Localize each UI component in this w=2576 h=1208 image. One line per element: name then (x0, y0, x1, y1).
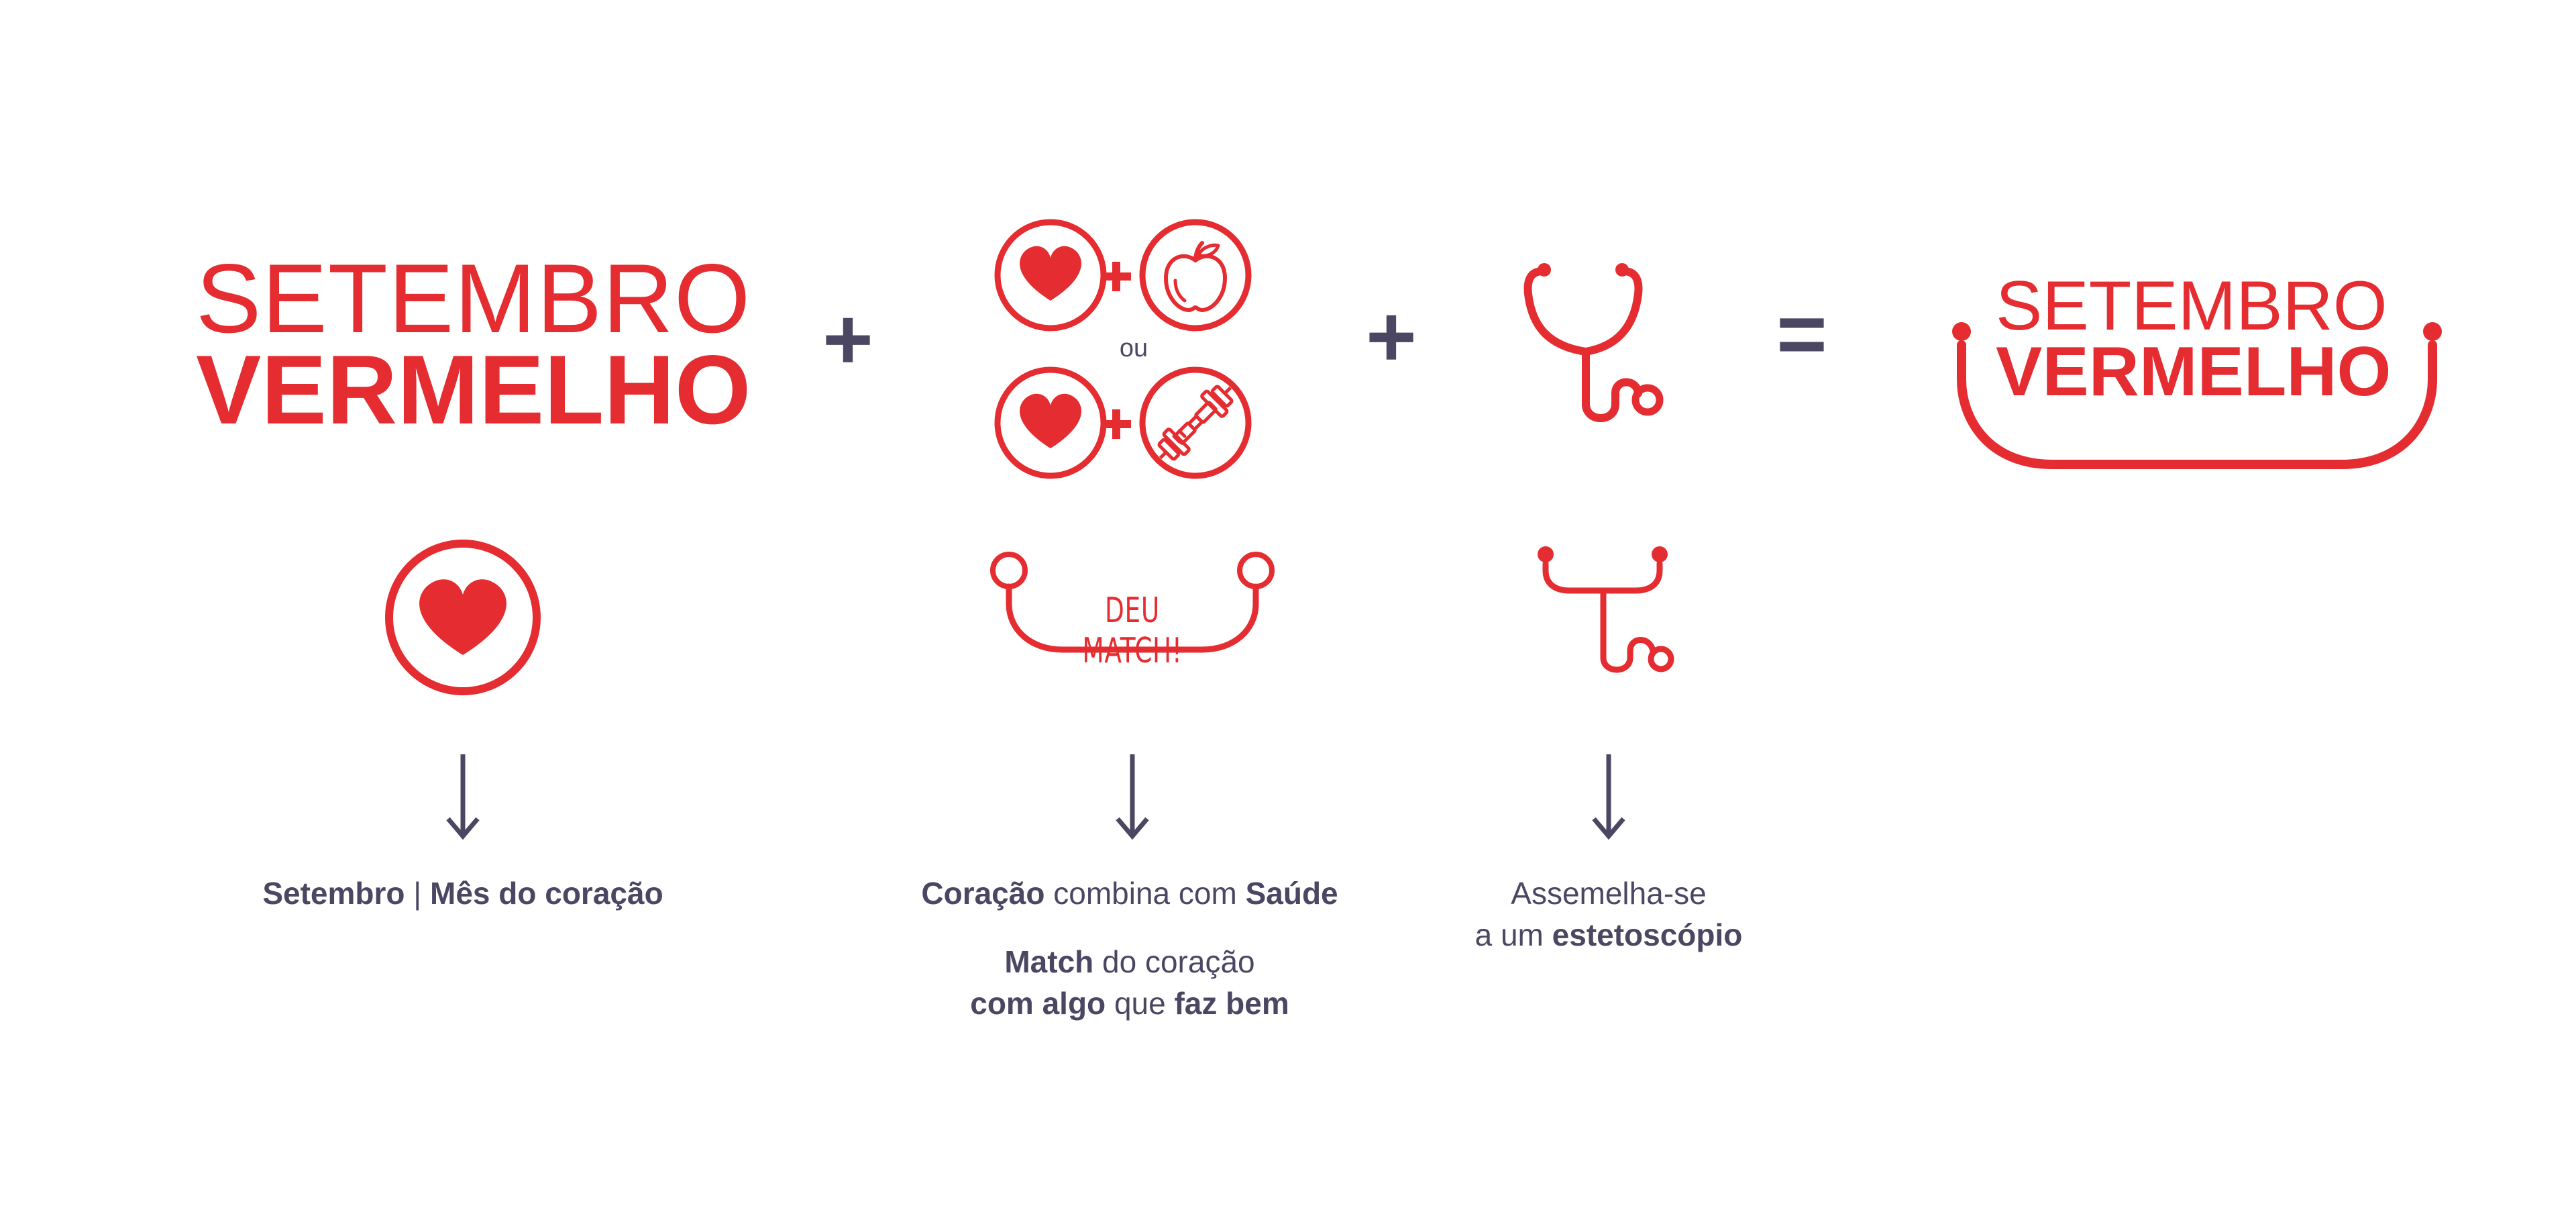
caption-col3-line1: Assemelha-se (1511, 876, 1707, 911)
heart-combo-graphic (994, 219, 1252, 479)
caption-col1-part2: Mês do coração (430, 876, 663, 911)
equals-operator: = (1776, 285, 1827, 383)
caption-col2-line1: Coração combina com Saúde (921, 872, 1338, 914)
apple-icon (1139, 219, 1252, 332)
caption-col2-line2: Match do coração (921, 941, 1338, 983)
or-label: ou (1119, 334, 1148, 362)
plus-small-icon (1102, 262, 1131, 291)
match-badge-text: DEU MATCH! (1082, 591, 1183, 671)
caption-col1: Setembro | Mês do coração (262, 872, 663, 914)
caption-col2-line2-a: Match (1004, 944, 1094, 979)
final-logo-line1: SETEMBRO (1996, 267, 2387, 345)
caption-col3-line2: a um estetoscópio (1475, 914, 1743, 956)
heart-icon (994, 366, 1107, 479)
down-arrow-icon (1592, 754, 1625, 840)
caption-col1-sep: | (405, 876, 430, 911)
caption-col2-line3: com algo que faz bem (921, 983, 1338, 1024)
caption-col2-line1-a: Coração (921, 876, 1045, 911)
plus-operator-2: + (1366, 287, 1417, 385)
caption-col3-line2-a: a um (1474, 917, 1552, 952)
caption-col2-line1-b: combina com (1044, 876, 1246, 911)
final-logo-smile (1952, 322, 2442, 469)
caption-col2-line3-c: faz bem (1174, 986, 1289, 1021)
caption-col1-part1: Setembro (262, 876, 405, 911)
caption-col3-line2-b: estetoscópio (1552, 917, 1743, 952)
match-badge-frame (990, 552, 1275, 653)
caption-col2-line1-c: Saúde (1245, 876, 1338, 911)
stethoscope-icon (1523, 263, 1664, 422)
heart-icon (994, 219, 1107, 332)
caption-col2-line3-a: com algo (970, 986, 1106, 1021)
plus-operator-1: + (822, 290, 873, 388)
caption-col2-line3-b: que (1106, 986, 1175, 1021)
stethoscope-icon (1538, 546, 1674, 673)
final-logo-line2: VERMELHO (1996, 333, 2392, 411)
title-logo-line1: SETEMBRO (196, 244, 751, 353)
dumbbell-icon (1139, 366, 1252, 479)
caption-col2-line2-b: do coração (1093, 944, 1255, 979)
caption-col3: Assemelha-se a um estetoscópio (1475, 872, 1743, 956)
plus-small-icon (1102, 409, 1131, 439)
down-arrow-icon (1116, 754, 1149, 840)
down-arrow-icon (446, 754, 480, 840)
title-logo-line2: VERMELHO (196, 335, 751, 444)
caption-col2: Coração combina com Saúde Match do coraç… (921, 872, 1338, 1024)
heart-icon (385, 540, 541, 695)
